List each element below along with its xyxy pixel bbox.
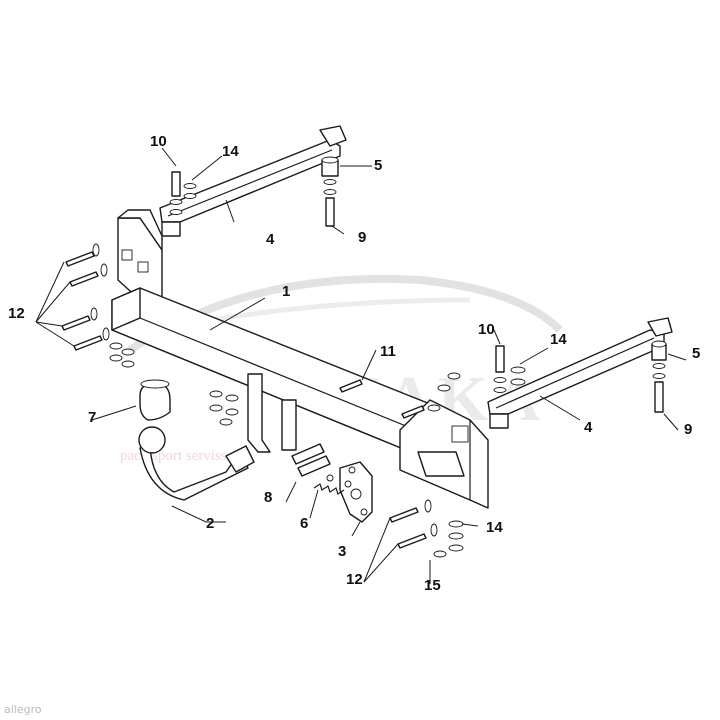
watermark-tagline: pack sport serviss <box>120 448 227 464</box>
callout-4-upper: 4 <box>266 231 275 248</box>
washer-14-lower <box>448 520 464 552</box>
bolt-set-lower <box>389 499 447 558</box>
spring <box>313 474 352 495</box>
callout-10-upper: 10 <box>150 133 167 150</box>
callout-14-upper: 14 <box>222 143 239 160</box>
callout-8: 8 <box>264 489 272 506</box>
callout-9-upper: 9 <box>358 229 366 246</box>
bolt-set-left <box>61 243 135 368</box>
left-mounting-plate <box>117 209 163 301</box>
callout-6: 6 <box>300 515 308 532</box>
pins <box>291 443 331 477</box>
callout-5-right: 5 <box>692 345 700 362</box>
hitch-arm <box>139 445 255 501</box>
callout-15: 15 <box>424 577 441 594</box>
side-bracket-right <box>487 317 673 429</box>
leader-lines <box>35 147 687 584</box>
bolt-10-upper <box>169 171 183 215</box>
washer-14-right <box>510 366 526 386</box>
callout-11: 11 <box>380 343 396 360</box>
bolt-set-11 <box>339 372 461 419</box>
bolt-right <box>652 363 666 413</box>
spacer-upper <box>321 156 339 177</box>
callout-labels: 1 2 3 4 4 5 5 6 7 8 9 9 10 10 11 12 12 1… <box>8 133 700 594</box>
center-hanger <box>247 373 297 453</box>
callout-5-upper: 5 <box>374 157 382 174</box>
right-mounting-plate <box>399 399 489 509</box>
bolt-upper <box>323 179 337 227</box>
bolt-10-right <box>493 345 507 393</box>
callout-1: 1 <box>282 283 290 300</box>
washer-14-upper <box>183 183 197 199</box>
spacer-right <box>651 340 667 361</box>
footer-watermark: allegro <box>4 703 42 716</box>
callout-14-lower: 14 <box>486 519 503 536</box>
callout-3: 3 <box>338 543 346 560</box>
callout-14-right: 14 <box>550 331 567 348</box>
callout-12-left: 12 <box>8 305 25 322</box>
callout-2: 2 <box>206 515 214 532</box>
callout-4-right: 4 <box>584 419 593 436</box>
side-bracket-upper <box>159 125 347 237</box>
callout-10-right: 10 <box>478 321 495 338</box>
socket-plate <box>339 461 373 523</box>
callout-9-right: 9 <box>684 421 692 438</box>
ball-cover <box>138 379 171 454</box>
center-fasteners <box>209 390 239 426</box>
callout-7: 7 <box>88 409 96 426</box>
callout-12-lower: 12 <box>346 571 363 588</box>
